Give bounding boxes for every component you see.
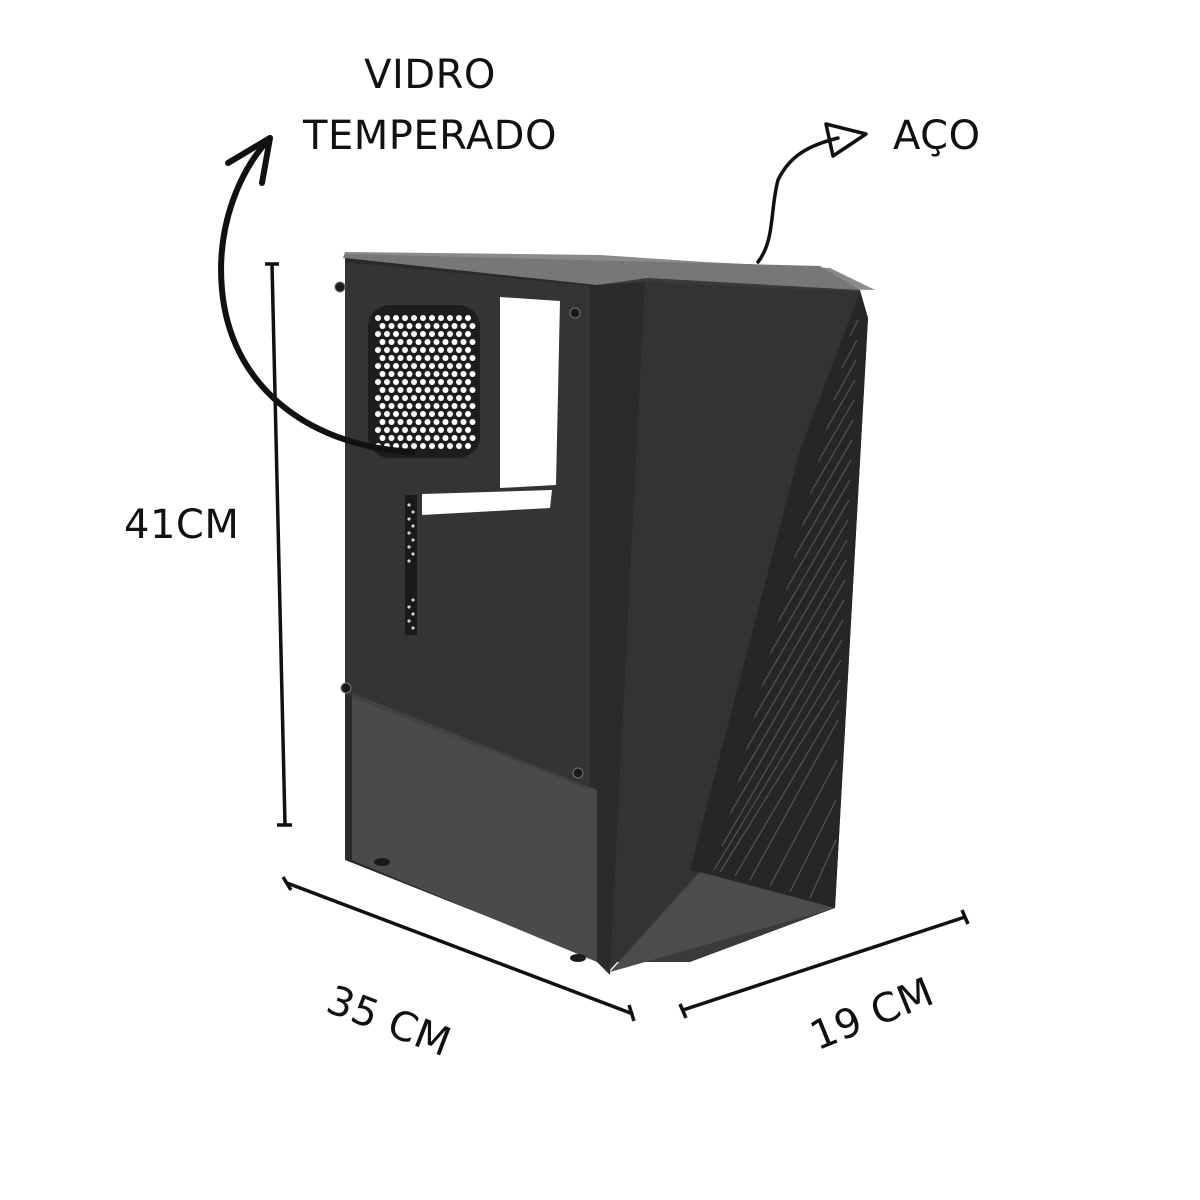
depth-dimension-line [281,876,636,1022]
pc-case-illustration [334,0,875,975]
height-label: 41CM [124,502,240,548]
steel-label: AÇO [893,113,981,159]
steel-callout-arrow [756,122,868,264]
fan-mesh-grille [368,0,480,458]
case-interior-opening-mid [422,490,552,515]
front-vent-grille [690,292,868,908]
front-vent-slats [713,319,859,899]
case-interior-opening-top [500,297,560,488]
glass-panel-screws [334,281,584,779]
glass-label-line2: TEMPERADO [303,113,557,159]
psu-shroud [352,693,597,962]
width-dimension-line [678,909,970,1019]
expansion-slot-column [405,495,417,635]
glass-label-line1: VIDRO [364,52,496,98]
case-foot [374,858,390,866]
height-dimension-line [265,262,292,827]
glass-callout-arrow [218,135,415,455]
case-foot [570,954,586,962]
